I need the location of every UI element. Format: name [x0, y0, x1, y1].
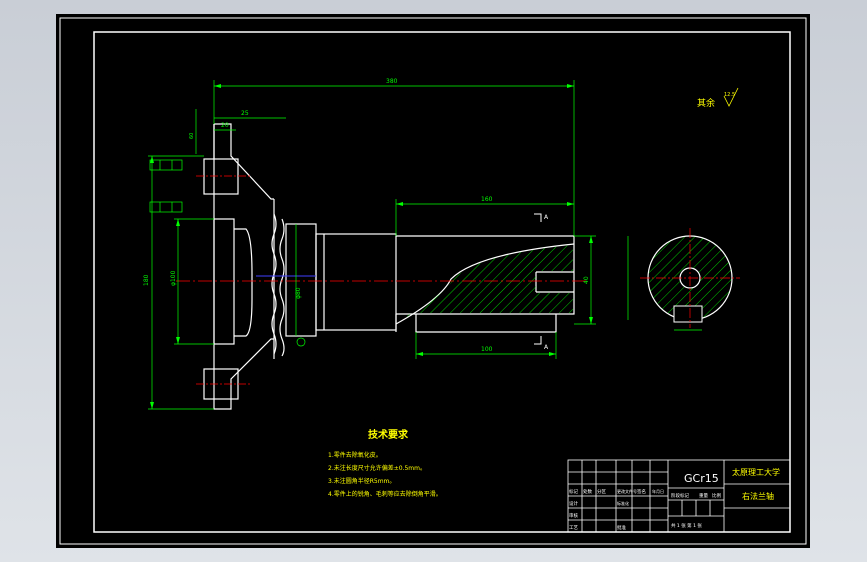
- dim-text-mid-dia: φ80: [295, 287, 302, 299]
- weight-label: 重量: [699, 492, 708, 499]
- dim-text-right-length: 160: [481, 196, 493, 203]
- outer-frame: [59, 17, 807, 545]
- dim-text-inner-dia: φ100: [170, 270, 177, 286]
- shaft-step-1: [285, 223, 317, 337]
- flange-face: [213, 218, 235, 345]
- tech-req-item-4: 4.零件上的锐角、毛刺等应去除倒角平滑。: [328, 490, 442, 498]
- title-block: [567, 459, 791, 533]
- review-label: 审核: [569, 512, 578, 519]
- bolt-boss-upper: [203, 158, 239, 195]
- surface-remaining-label: 其余: [697, 97, 715, 109]
- break-line-left: [271, 213, 277, 355]
- part-name-text: 右法兰轴: [742, 491, 774, 501]
- tech-req-title: 技术要求: [368, 428, 409, 441]
- tol-frame-1: [149, 159, 183, 171]
- engineering-drawing: 380 160 100 25 20 180 φ100 φ80 40 60 A A…: [59, 17, 807, 545]
- surface-value: 12.5: [724, 92, 735, 98]
- tolerance-frames: [149, 159, 306, 347]
- approve-label: 批准: [617, 524, 626, 531]
- dim-text-left-height: 180: [143, 274, 150, 286]
- material-text: GCr15: [684, 472, 719, 485]
- shaft-front-view: [203, 123, 575, 410]
- flange-lower-outline: [213, 124, 274, 410]
- stage-label: 阶段标记: [671, 492, 689, 499]
- scale-label: 比例: [712, 492, 721, 499]
- dimension-lines: [148, 80, 596, 410]
- roughness-symbol: [723, 87, 739, 107]
- dimension-arrows: [150, 84, 593, 409]
- keyway-lower: [415, 314, 557, 333]
- institution-text: 太原理工大学: [732, 467, 780, 477]
- flange-recess: [234, 228, 253, 337]
- section-letter-bottom: A: [544, 344, 549, 351]
- dim-text-overall: 380: [386, 78, 398, 85]
- section-keyway: [673, 305, 703, 323]
- cad-viewport[interactable]: 380 160 100 25 20 180 φ100 φ80 40 60 A A…: [56, 14, 810, 548]
- dim-text-side-height: 60: [189, 133, 195, 139]
- shaft-step-2: [315, 233, 397, 331]
- sheet-label: 共 1 张 第 1 张: [671, 522, 702, 529]
- dim-text-bottom-length: 100: [481, 346, 493, 353]
- row-label-0: 标记: [569, 488, 578, 495]
- tech-req-item-1: 1.零件去除氧化皮。: [328, 451, 382, 459]
- dim-text-upper-small: 20: [221, 122, 229, 129]
- design-label: 设计: [569, 500, 578, 507]
- row-label-4: 签名: [637, 488, 646, 495]
- tech-req-item-3: 3.未注圆角半径R5mm。: [328, 477, 395, 485]
- standard-label: 标准化: [617, 500, 629, 506]
- dim-text-right-height: 40: [583, 276, 590, 284]
- row-label-1: 处数: [583, 488, 592, 495]
- tech-req-item-2: 2.未注长度尺寸允许偏差±0.5mm。: [328, 464, 426, 472]
- row-label-5: 年月日: [652, 488, 664, 494]
- process-label: 工艺: [569, 525, 578, 531]
- section-letter-top: A: [544, 214, 549, 221]
- drawing-border: [93, 31, 791, 533]
- cone-hatch: [401, 245, 573, 319]
- section-markers: [534, 213, 542, 345]
- break-line-right: [279, 218, 285, 357]
- tol-frame-2: [149, 201, 183, 213]
- datum-circle: [296, 337, 306, 347]
- flange-upper-outline: [214, 123, 274, 200]
- section-view: [627, 228, 740, 331]
- dim-text-left-offset: 25: [241, 110, 249, 117]
- row-label-2: 分区: [597, 488, 606, 495]
- row-label-3: 更改文件号: [617, 488, 637, 494]
